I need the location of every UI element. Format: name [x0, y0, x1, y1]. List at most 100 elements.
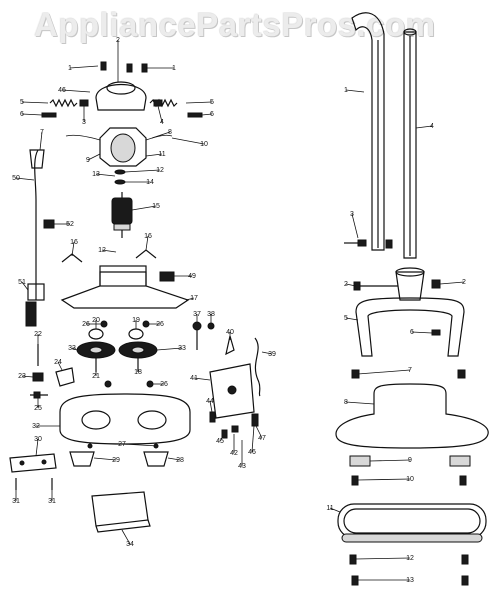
leader-line-4 — [157, 105, 163, 123]
switch-plate-30 — [9, 453, 57, 473]
callout-7: 7 — [40, 129, 44, 136]
leader-line-46 — [61, 89, 91, 93]
callout-19: 19 — [132, 317, 140, 324]
leader-line-33 — [156, 347, 183, 351]
leader-line-15 — [131, 205, 157, 211]
leader-line-7 — [357, 369, 411, 375]
callout-46: 46 — [58, 87, 66, 94]
callout-18: 18 — [134, 369, 142, 376]
callout-27: 27 — [118, 441, 126, 448]
base-cover-housing — [335, 383, 489, 449]
callout-20: 20 — [92, 317, 100, 324]
plug-51 — [25, 283, 45, 327]
watermark-logo: AppliancePartsPros.com — [34, 6, 436, 43]
callout-30: 30 — [34, 436, 42, 443]
callout-26: 26 — [156, 321, 164, 328]
callout-40: 40 — [226, 329, 234, 336]
leader-line-5 — [21, 101, 49, 104]
callout-10: 10 — [200, 141, 208, 148]
brush-holders — [41, 112, 203, 118]
callout-37: 37 — [193, 311, 201, 318]
callout-24: 24 — [54, 359, 62, 366]
callout-39: 39 — [268, 351, 276, 358]
callout-12: 12 — [156, 167, 164, 174]
power-cord-50 — [29, 149, 45, 300]
callout-4: 4 — [160, 119, 164, 126]
leader-line-1 — [345, 89, 365, 93]
leader-line-5 — [345, 317, 359, 321]
screws-13 — [351, 575, 469, 586]
brush-spindles-29-28 — [69, 451, 169, 467]
callout-9: 9 — [86, 157, 90, 164]
leader-line-10 — [171, 137, 205, 145]
callout-14: 14 — [146, 179, 154, 186]
weight-block-34 — [91, 491, 151, 533]
leader-line-29 — [93, 457, 117, 461]
callout-6: 6 — [210, 111, 214, 118]
handle-socket — [395, 267, 425, 301]
callout-10: 10 — [406, 476, 414, 483]
callout-1: 1 — [172, 65, 176, 72]
leader-line-16 — [145, 235, 149, 251]
handle-clamp-screw — [344, 239, 393, 249]
spring-39 — [254, 337, 261, 397]
nut-49 — [159, 271, 175, 282]
upper-handle-tube — [351, 12, 385, 251]
callout-34: 34 — [126, 541, 134, 548]
latch-24 — [55, 367, 75, 387]
leader-line-7 — [39, 131, 43, 151]
leader-line-8 — [345, 401, 375, 405]
callout-43: 43 — [238, 463, 246, 470]
callout-16: 16 — [70, 239, 78, 246]
callout-11: 11 — [158, 151, 165, 158]
leader-line-2 — [345, 283, 357, 287]
callout-33: 33 — [68, 345, 76, 352]
leader-line-12 — [124, 169, 161, 173]
callout-2: 2 — [344, 281, 348, 288]
leader-line-6 — [201, 113, 213, 116]
leader-line-10 — [357, 478, 411, 481]
callout-11: 11 — [326, 505, 333, 512]
bumper-ring — [337, 503, 487, 543]
bumper-clips-9 — [349, 455, 471, 467]
screws-31 — [15, 478, 53, 490]
leader-line-44 — [209, 400, 213, 413]
callout-7: 7 — [408, 367, 412, 374]
callout-2: 2 — [462, 279, 466, 286]
drive-pulleys-33 — [76, 341, 158, 359]
motor-top-screws — [100, 61, 148, 73]
callout-51: 51 — [18, 279, 26, 286]
leader-line-17 — [185, 297, 195, 301]
callout-1: 1 — [68, 65, 72, 72]
lower-handle-tube — [403, 28, 417, 259]
leader-line-8 — [151, 131, 171, 139]
callout-9: 9 — [408, 457, 412, 464]
callout-17: 17 — [190, 295, 198, 302]
callout-22: 22 — [34, 331, 42, 338]
callout-47: 47 — [258, 435, 266, 442]
leader-line-2 — [439, 281, 465, 285]
callout-1: 1 — [344, 87, 348, 94]
callout-33: 33 — [178, 345, 186, 352]
leader-line-9 — [87, 153, 101, 161]
callout-41: 41 — [190, 375, 198, 382]
callout-13: 13 — [406, 577, 414, 584]
callout-52: 52 — [66, 221, 74, 228]
callout-12: 12 — [98, 247, 106, 254]
motor-clip-screws-16 — [61, 249, 157, 263]
callout-5: 5 — [20, 99, 24, 106]
leader-line-45 — [219, 437, 223, 442]
callout-31: 31 — [12, 498, 20, 505]
callout-29: 29 — [112, 457, 120, 464]
leader-line-23 — [21, 375, 34, 378]
callout-25: 25 — [34, 405, 42, 412]
switch-lever-40 — [225, 335, 235, 356]
leader-line-12 — [101, 249, 117, 253]
callout-6: 6 — [20, 111, 24, 118]
leader-line-24 — [57, 361, 63, 371]
switch-bracket-41 — [209, 363, 255, 419]
callout-26: 26 — [160, 381, 168, 388]
clip-22-23 — [32, 344, 44, 382]
bearing-washers — [114, 169, 126, 185]
base-plate-housing — [59, 393, 191, 445]
